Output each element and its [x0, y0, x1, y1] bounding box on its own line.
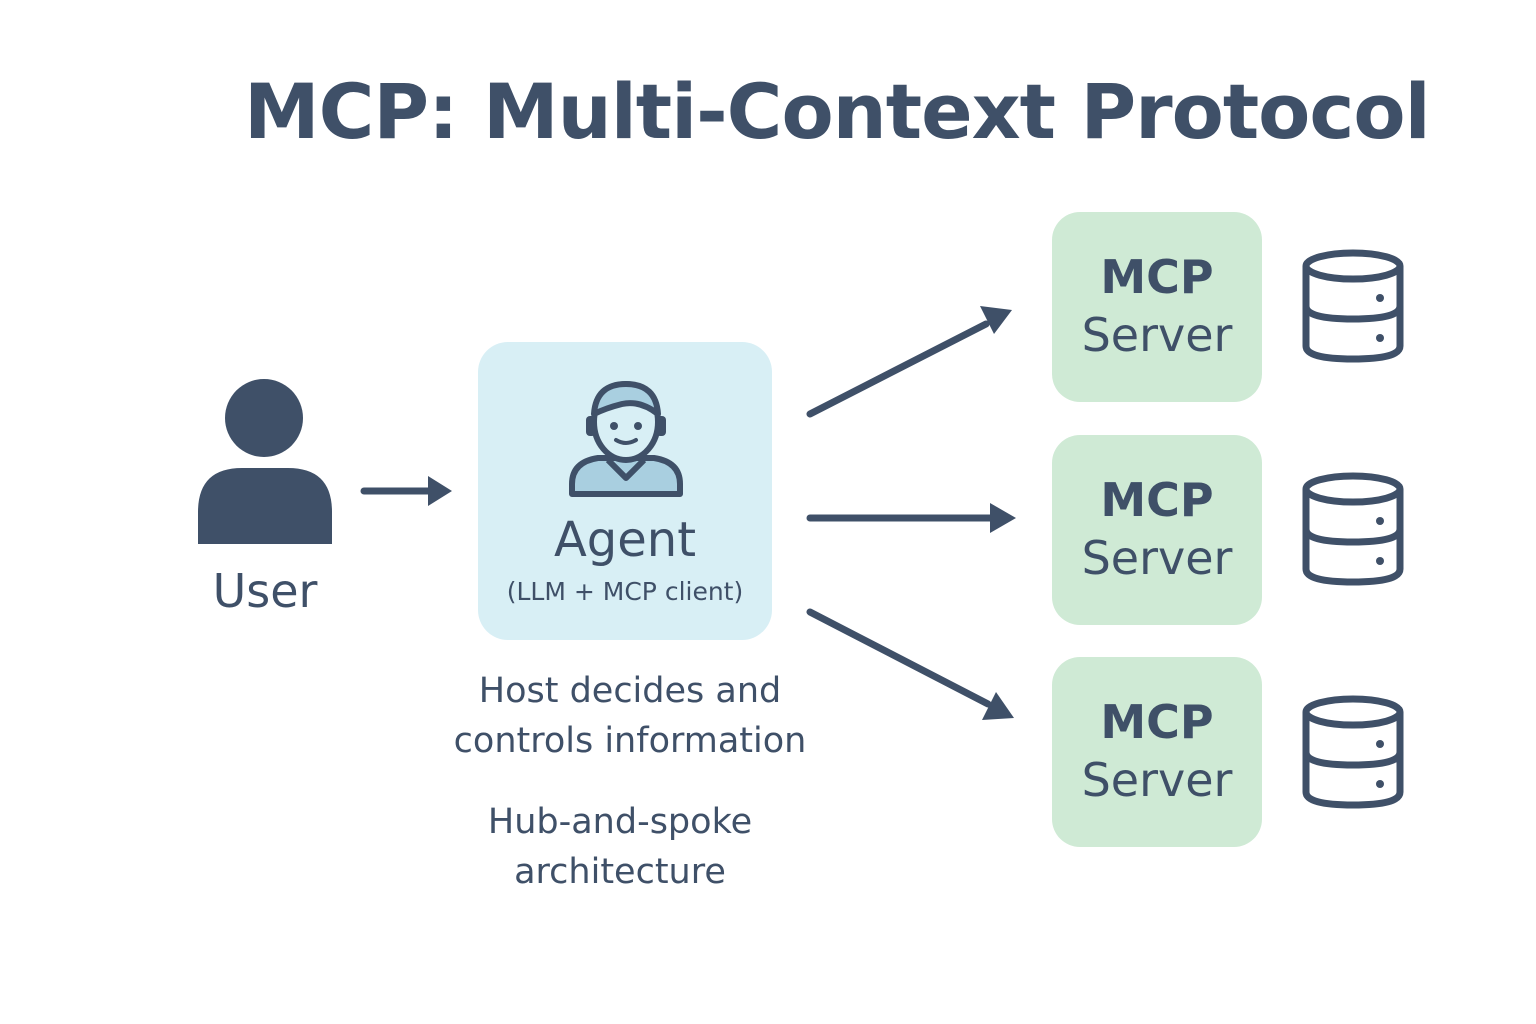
- mcp-server-3: MCP Server: [1052, 657, 1262, 847]
- user-icon: [198, 379, 332, 544]
- hub-note-line-1: Hub-and-spoke: [487, 802, 753, 842]
- arrowhead-server-1: [980, 306, 1012, 334]
- agent-sublabel: (LLM + MCP client): [506, 577, 744, 606]
- agent-avatar-icon: [569, 381, 683, 497]
- arrowhead-server-2: [990, 503, 1016, 533]
- page-title: MCP: Multi-Context Protocol: [244, 67, 1431, 156]
- host-note: Host decides and controls information: [420, 666, 840, 766]
- user-label: User: [212, 564, 318, 618]
- agent-to-server-1-arrow: [806, 320, 990, 418]
- server-1-line-2: Server: [1081, 308, 1233, 362]
- arrowhead-server-3: [982, 692, 1014, 720]
- server-2-line-2: Server: [1081, 531, 1233, 585]
- database-icon: [1302, 472, 1404, 586]
- server-3-line-1: MCP: [1100, 695, 1214, 749]
- agent-label: Agent: [553, 512, 697, 568]
- server-2-line-1: MCP: [1100, 473, 1214, 527]
- hub-note: Hub-and-spoke architecture: [420, 797, 820, 897]
- database-icon: [1302, 249, 1404, 363]
- host-note-line-2: controls information: [453, 721, 807, 761]
- server-3-line-2: Server: [1081, 753, 1233, 807]
- mcp-server-2: MCP Server: [1052, 435, 1262, 625]
- host-note-line-1: Host decides and: [478, 671, 782, 711]
- hub-note-line-2: architecture: [514, 852, 726, 892]
- mcp-server-1: MCP Server: [1052, 212, 1262, 402]
- arrowhead-user-agent: [428, 476, 452, 506]
- agent-to-server-3-arrow: [806, 608, 992, 708]
- agent-node: Agent (LLM + MCP client): [478, 342, 772, 640]
- database-icon: [1302, 695, 1404, 809]
- server-1-line-1: MCP: [1100, 250, 1214, 304]
